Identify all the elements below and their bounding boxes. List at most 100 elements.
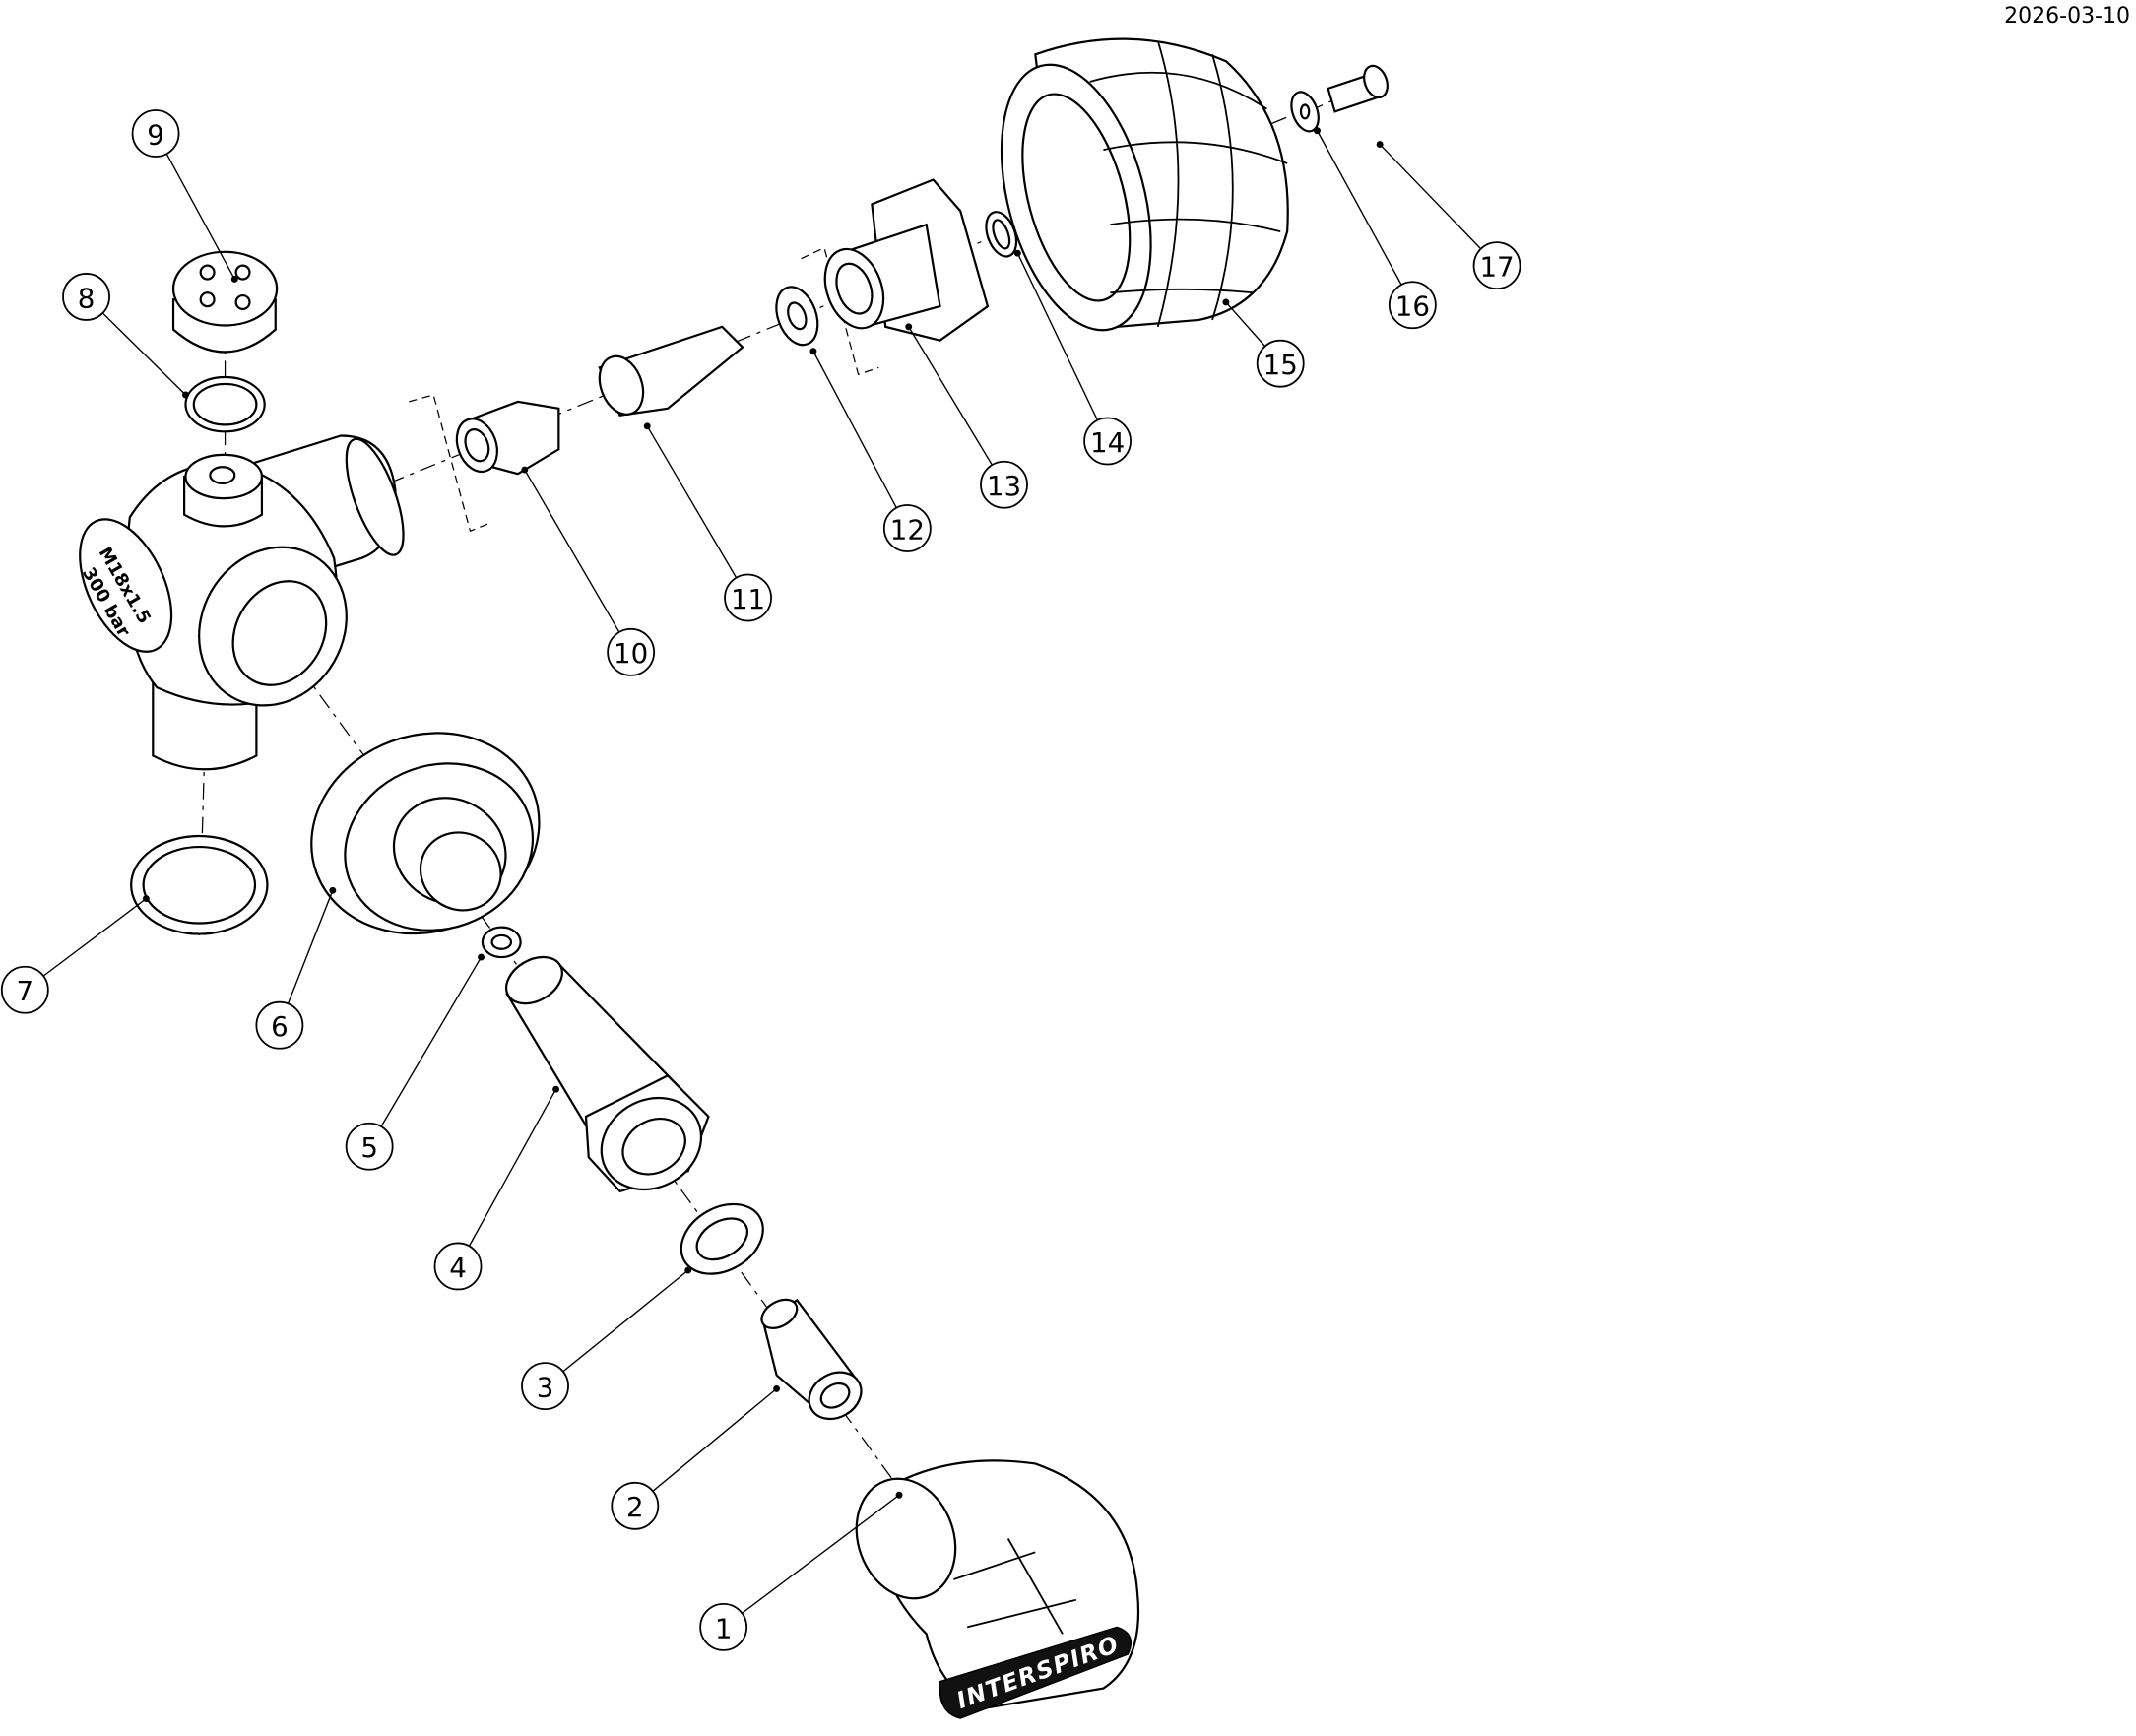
callout-circle bbox=[724, 573, 772, 622]
part-2-spindle bbox=[760, 1298, 863, 1421]
callout-circle bbox=[607, 627, 656, 676]
leader-dot bbox=[1376, 141, 1384, 149]
part-1-handwheel: INTERSPIRO bbox=[855, 1459, 1140, 1719]
callout-number: 5 bbox=[360, 1131, 378, 1164]
callout-circle bbox=[699, 1602, 748, 1651]
callout-number: 12 bbox=[890, 513, 925, 546]
callout-number: 10 bbox=[614, 637, 648, 670]
callout-7: 7 bbox=[0, 895, 150, 1014]
callout-circle bbox=[255, 1000, 304, 1050]
leader-dot bbox=[773, 1384, 781, 1392]
callout-number: 2 bbox=[626, 1491, 644, 1523]
leader-line bbox=[562, 1269, 689, 1373]
callout-number: 11 bbox=[731, 583, 765, 615]
callout-circle bbox=[131, 109, 180, 158]
callout-13: 13 bbox=[905, 323, 1028, 509]
subassembly-bracket-13 bbox=[801, 246, 879, 376]
leader-line bbox=[1379, 144, 1482, 250]
callout-6: 6 bbox=[255, 886, 337, 1050]
callout-number: 17 bbox=[1479, 251, 1514, 284]
callout-number: 9 bbox=[147, 118, 164, 151]
callout-15: 15 bbox=[1222, 298, 1305, 388]
leader-dot bbox=[329, 886, 337, 894]
leader-dot bbox=[230, 276, 238, 283]
callout-10: 10 bbox=[521, 466, 656, 676]
callout-circle bbox=[980, 460, 1028, 509]
leader-dot bbox=[182, 391, 189, 399]
part-11-spindle bbox=[598, 325, 744, 417]
part-13-bushing bbox=[823, 178, 990, 342]
leader-dot bbox=[142, 895, 150, 903]
callout-12: 12 bbox=[809, 348, 932, 552]
leader-line bbox=[1016, 252, 1099, 421]
leader-line bbox=[1316, 130, 1402, 286]
callout-number: 3 bbox=[537, 1372, 554, 1404]
callout-1: 1 bbox=[699, 1491, 903, 1651]
part-3-washer bbox=[680, 1202, 764, 1275]
callout-circle bbox=[1388, 281, 1437, 330]
drawing-date: 2026-03-10 bbox=[2004, 4, 2130, 29]
part-17-screw bbox=[1327, 64, 1389, 113]
part-14-o-ring bbox=[985, 211, 1018, 258]
callout-number: 7 bbox=[17, 975, 34, 1007]
leader-dot bbox=[1222, 298, 1230, 306]
callout-circle bbox=[345, 1122, 394, 1171]
leader-line bbox=[646, 425, 738, 579]
leader-dot bbox=[1314, 127, 1321, 135]
leader-dot bbox=[552, 1085, 560, 1093]
leader-dot bbox=[521, 466, 529, 474]
part-4-sleeve bbox=[505, 955, 710, 1193]
leader-dot bbox=[1013, 249, 1021, 257]
leader-line bbox=[165, 153, 235, 280]
callout-circle bbox=[0, 965, 49, 1014]
callout-number: 15 bbox=[1263, 349, 1298, 381]
callout-8: 8 bbox=[62, 273, 189, 399]
callout-circle bbox=[882, 504, 932, 552]
valve-body: M18x1.5 300 bar bbox=[78, 434, 405, 771]
leader-line bbox=[1225, 301, 1266, 348]
callout-5: 5 bbox=[345, 953, 485, 1171]
callout-circle bbox=[1472, 241, 1521, 290]
callout-4: 4 bbox=[433, 1085, 560, 1291]
leader-line bbox=[742, 1494, 900, 1614]
subassembly-bracket-10 bbox=[409, 394, 491, 533]
leader-line bbox=[468, 1088, 557, 1247]
callout-17: 17 bbox=[1376, 141, 1521, 290]
leader-dot bbox=[478, 953, 485, 961]
callout-circle bbox=[433, 1242, 483, 1291]
part-9-knob bbox=[171, 250, 279, 354]
leader-line bbox=[908, 326, 993, 466]
callout-number: 16 bbox=[1395, 290, 1430, 323]
leader-dot bbox=[809, 348, 817, 355]
callout-number: 14 bbox=[1090, 426, 1125, 459]
callout-14: 14 bbox=[1013, 249, 1133, 466]
part-8-o-ring bbox=[184, 375, 266, 433]
leader-dot bbox=[905, 323, 913, 331]
leader-line bbox=[287, 890, 334, 1004]
part-5-nut bbox=[481, 926, 522, 959]
callout-11: 11 bbox=[643, 422, 772, 622]
part-12-washer bbox=[775, 286, 819, 347]
callout-16: 16 bbox=[1314, 127, 1437, 330]
callout-2: 2 bbox=[611, 1384, 781, 1530]
callout-number: 8 bbox=[78, 282, 96, 314]
callout-number: 13 bbox=[987, 470, 1021, 502]
part-15-knob bbox=[1000, 37, 1289, 332]
callout-number: 4 bbox=[449, 1252, 467, 1284]
callout-3: 3 bbox=[521, 1266, 692, 1411]
part-6-ring bbox=[310, 732, 541, 935]
callout-number: 1 bbox=[715, 1612, 733, 1644]
leader-line bbox=[524, 469, 620, 633]
leader-line bbox=[380, 956, 483, 1127]
leader-dot bbox=[684, 1266, 692, 1274]
part-10-seat bbox=[455, 400, 560, 476]
callout-circle bbox=[521, 1362, 569, 1411]
leader-line bbox=[101, 312, 186, 396]
part-16-washer bbox=[1290, 91, 1320, 133]
leader-line bbox=[812, 351, 897, 509]
leader-dot bbox=[895, 1491, 903, 1499]
callout-circle bbox=[611, 1481, 660, 1530]
callout-circle bbox=[1083, 417, 1133, 466]
